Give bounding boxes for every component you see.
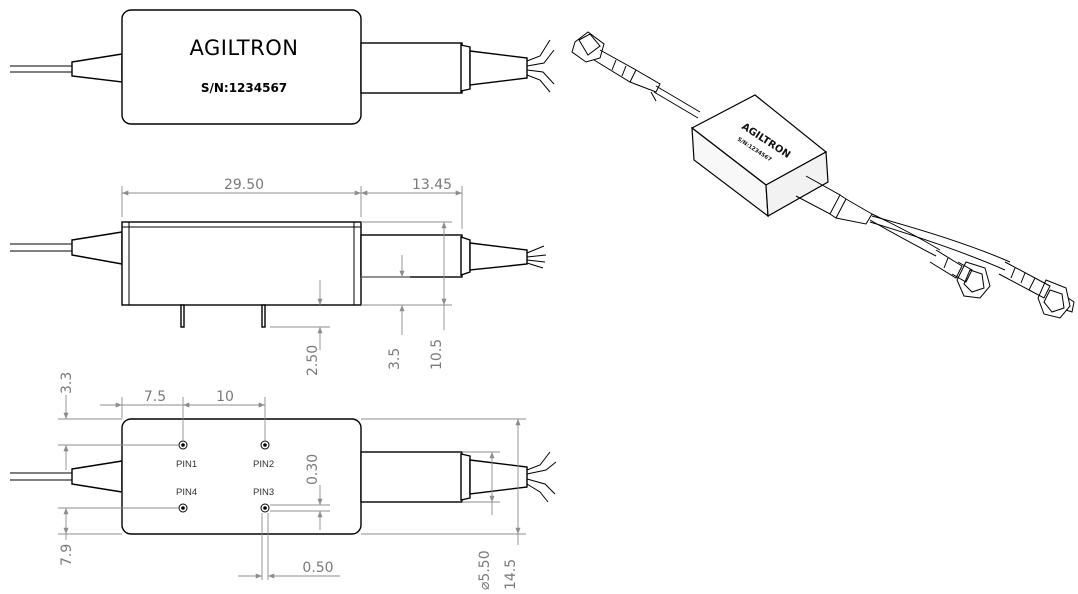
- dim-pin-diameter: 0.50: [302, 560, 333, 576]
- bottom-view: PIN1 PIN2 PIN4 PIN3 3.3 7.5 10 0.30: [10, 372, 557, 590]
- pin2-marker: [260, 440, 270, 450]
- pin4-marker: [178, 503, 188, 513]
- dim-body-length: 29.50: [224, 177, 264, 193]
- dim-pin-row-pitch: 0.30: [305, 454, 321, 485]
- pin3-label: PIN3: [253, 487, 274, 498]
- device-body-side: [121, 221, 362, 306]
- dim-pin-col-offset: 7.5: [144, 389, 166, 405]
- pin3-marker: [260, 503, 270, 513]
- left-connector: [571, 31, 661, 93]
- pin4-label: PIN4: [176, 487, 197, 498]
- middle-connector: [929, 249, 991, 299]
- isometric-view: AGILTRON S/N:1234567: [571, 31, 1075, 319]
- pin-side-1: [180, 304, 185, 328]
- right-connector: [998, 261, 1075, 319]
- device-body-3d: AGILTRON S/N:1234567: [690, 94, 829, 218]
- dim-body-width: 14.5: [503, 559, 519, 590]
- brand-label: AGILTRON: [190, 36, 299, 60]
- top-view: AGILTRON S/N:1234567: [10, 9, 555, 125]
- device-body-top: [121, 9, 362, 125]
- dim-body-height: 10.5: [429, 339, 445, 370]
- pin2-label: PIN2: [253, 459, 274, 470]
- serial-label: S/N:1234567: [201, 81, 287, 95]
- pin1-label: PIN1: [176, 459, 197, 470]
- dim-pin-length: 2.50: [305, 345, 321, 376]
- device-body-bottom: [121, 418, 362, 535]
- dim-sleeve-length: 13.45: [412, 177, 452, 193]
- dim-sleeve-diameter: ⌀5.50: [477, 550, 493, 590]
- pin-side-2: [261, 304, 266, 328]
- dim-pin-row-offset: 3.3: [59, 372, 75, 394]
- dim-sleeve-offset: 3.5: [387, 348, 403, 370]
- pin1-marker: [178, 440, 188, 450]
- dim-pin-pitch: 10: [216, 389, 234, 405]
- side-view: 29.50 13.45 2.50 3.5 10.5: [10, 177, 547, 376]
- dim-bottom-offset: 7.9: [59, 544, 75, 566]
